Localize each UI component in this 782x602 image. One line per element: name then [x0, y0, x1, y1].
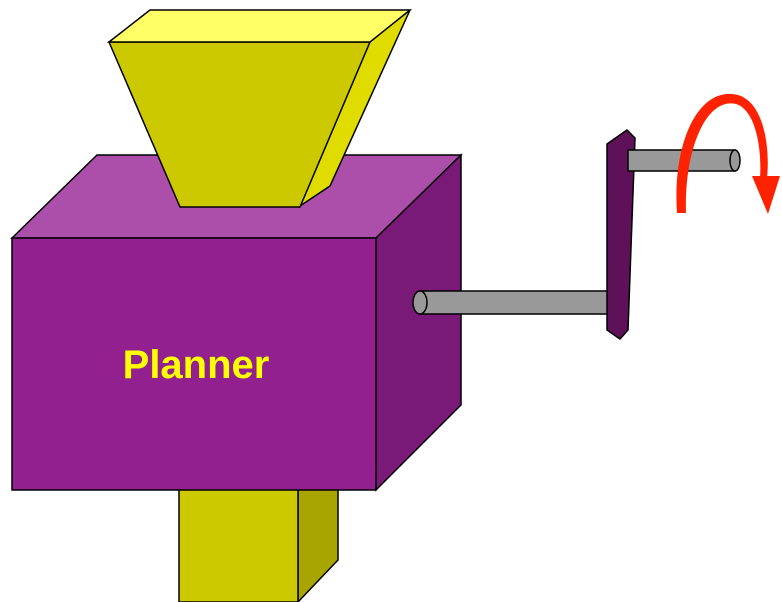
- rotation-arrow-curve: [676, 93, 768, 213]
- machine-label: Planner: [123, 343, 270, 387]
- machine-body-front: [11, 237, 377, 491]
- drive-shaft-rod: [419, 290, 611, 315]
- output-chute: [178, 481, 339, 602]
- crank-handle-end: [729, 149, 741, 172]
- machine-body: [10, 153, 463, 492]
- drive-shaft: [412, 290, 611, 315]
- output-chute-front: [178, 481, 299, 602]
- drive-shaft-end: [412, 290, 428, 315]
- curved-arrow-icon: [676, 93, 780, 214]
- crank-arm: [606, 129, 636, 340]
- rotation-arrow-head: [752, 176, 780, 214]
- hopper-rim: [106, 9, 413, 43]
- output-chute-side: [297, 481, 339, 602]
- input-hopper: [106, 9, 413, 209]
